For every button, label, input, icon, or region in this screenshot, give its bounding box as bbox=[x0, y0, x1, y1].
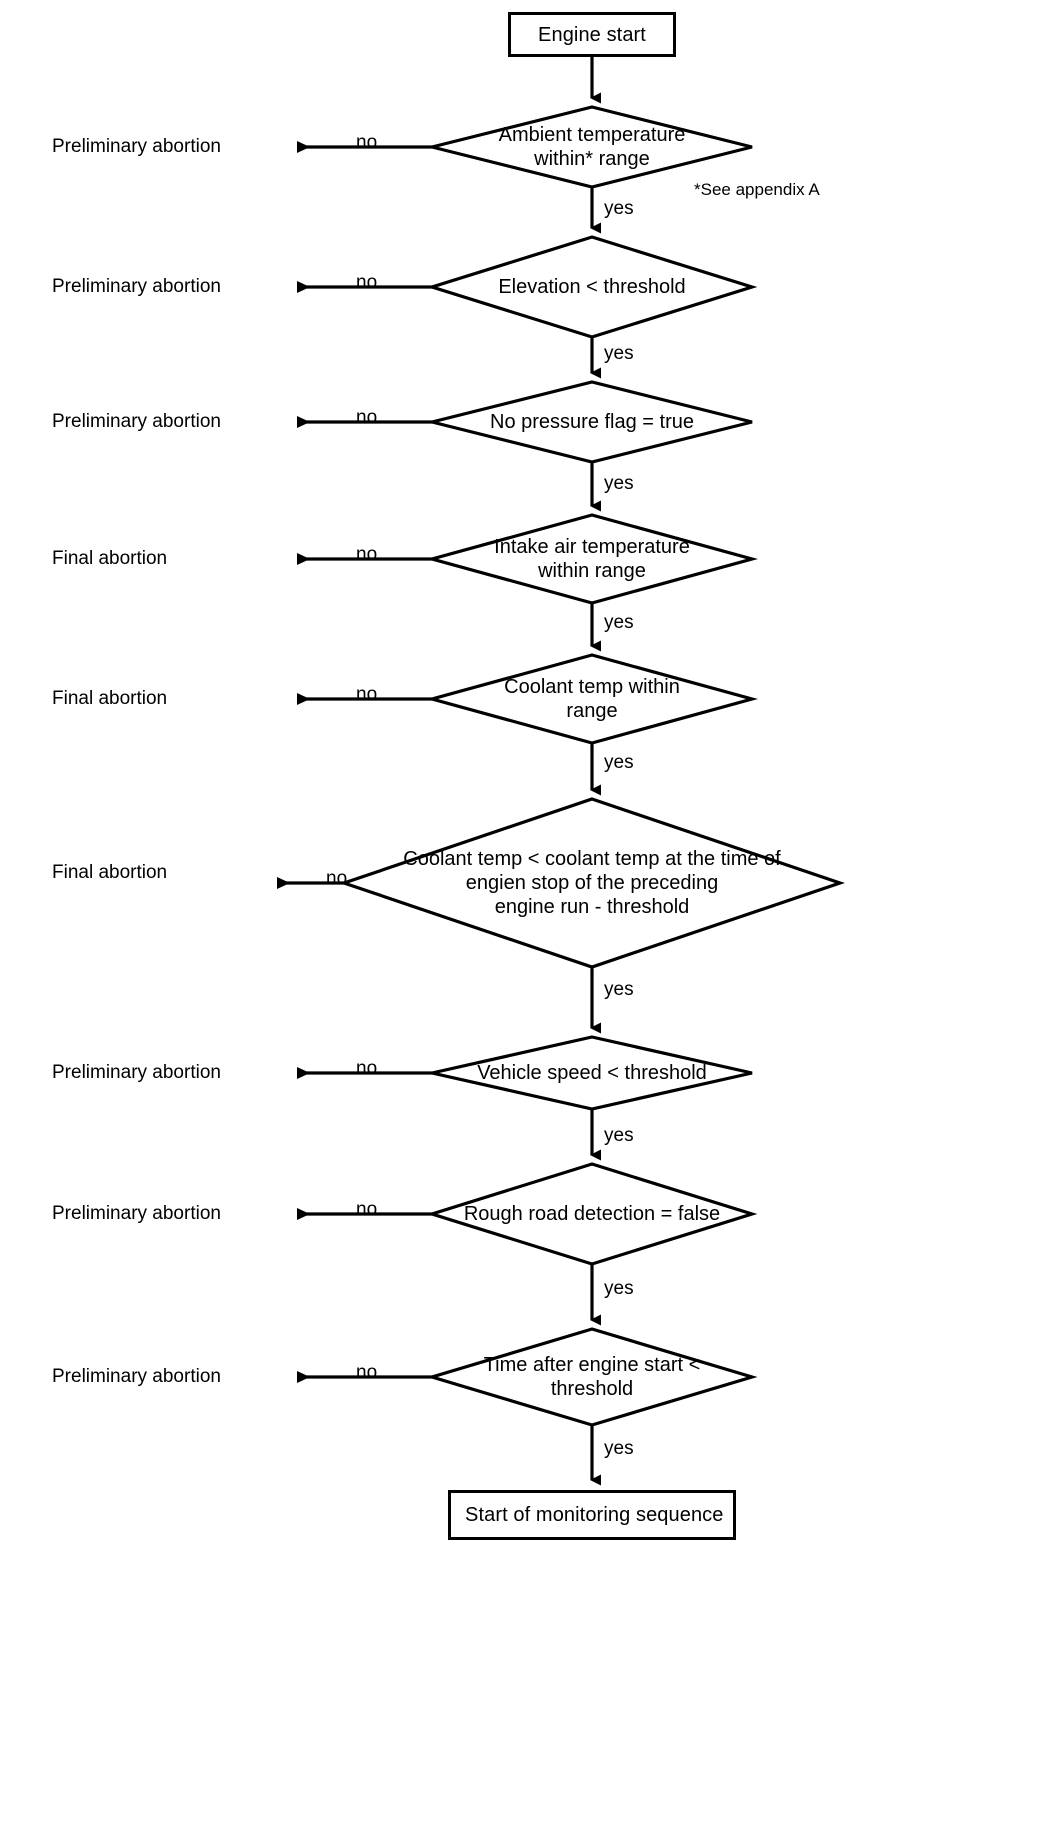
outcome-label-4: Final abortion bbox=[52, 548, 168, 569]
outcome-label-3: Preliminary abortion bbox=[52, 411, 221, 432]
edge-label-yes-7: yes bbox=[604, 1125, 634, 1146]
edge-label-yes-5: yes bbox=[604, 752, 634, 773]
edge-label-no-6: no bbox=[326, 868, 348, 889]
edge-label-no-7: no bbox=[356, 1058, 378, 1079]
outcome-label-1: Preliminary abortion bbox=[52, 136, 221, 157]
outcome-label-7: Preliminary abortion bbox=[52, 1062, 221, 1083]
edge-label-no-8: no bbox=[356, 1199, 378, 1220]
edge-label-no-5: no bbox=[356, 684, 378, 705]
outcome-label-6: Final abortion bbox=[52, 862, 168, 883]
end-node-label: Start of monitoring sequence bbox=[465, 1504, 724, 1526]
edge-label-yes-3: yes bbox=[604, 473, 634, 494]
edge-label-yes-4: yes bbox=[604, 612, 634, 633]
outcome-label-8: Preliminary abortion bbox=[52, 1203, 221, 1224]
edge-label-no-4: no bbox=[356, 544, 378, 565]
end-node: Start of monitoring sequence bbox=[448, 1490, 736, 1540]
edge-label-yes-6: yes bbox=[604, 979, 634, 1000]
appendix-annotation: *See appendix A bbox=[694, 180, 820, 199]
edge-label-yes-8: yes bbox=[604, 1278, 634, 1299]
edge-label-no-3: no bbox=[356, 407, 378, 428]
edge-label-yes-1: yes bbox=[604, 198, 634, 219]
outcome-label-2: Preliminary abortion bbox=[52, 276, 221, 297]
outcome-label-5: Final abortion bbox=[52, 688, 168, 709]
edge-label-no-9: no bbox=[356, 1362, 378, 1383]
edge-label-yes-2: yes bbox=[604, 343, 634, 364]
edge-label-no-2: no bbox=[356, 272, 378, 293]
edge-label-yes-9: yes bbox=[604, 1438, 634, 1459]
start-node-label: Engine start bbox=[538, 23, 646, 46]
edge-label-no-1: no bbox=[356, 132, 378, 153]
outcome-label-9: Preliminary abortion bbox=[52, 1366, 221, 1387]
start-node: Engine start bbox=[508, 12, 676, 57]
